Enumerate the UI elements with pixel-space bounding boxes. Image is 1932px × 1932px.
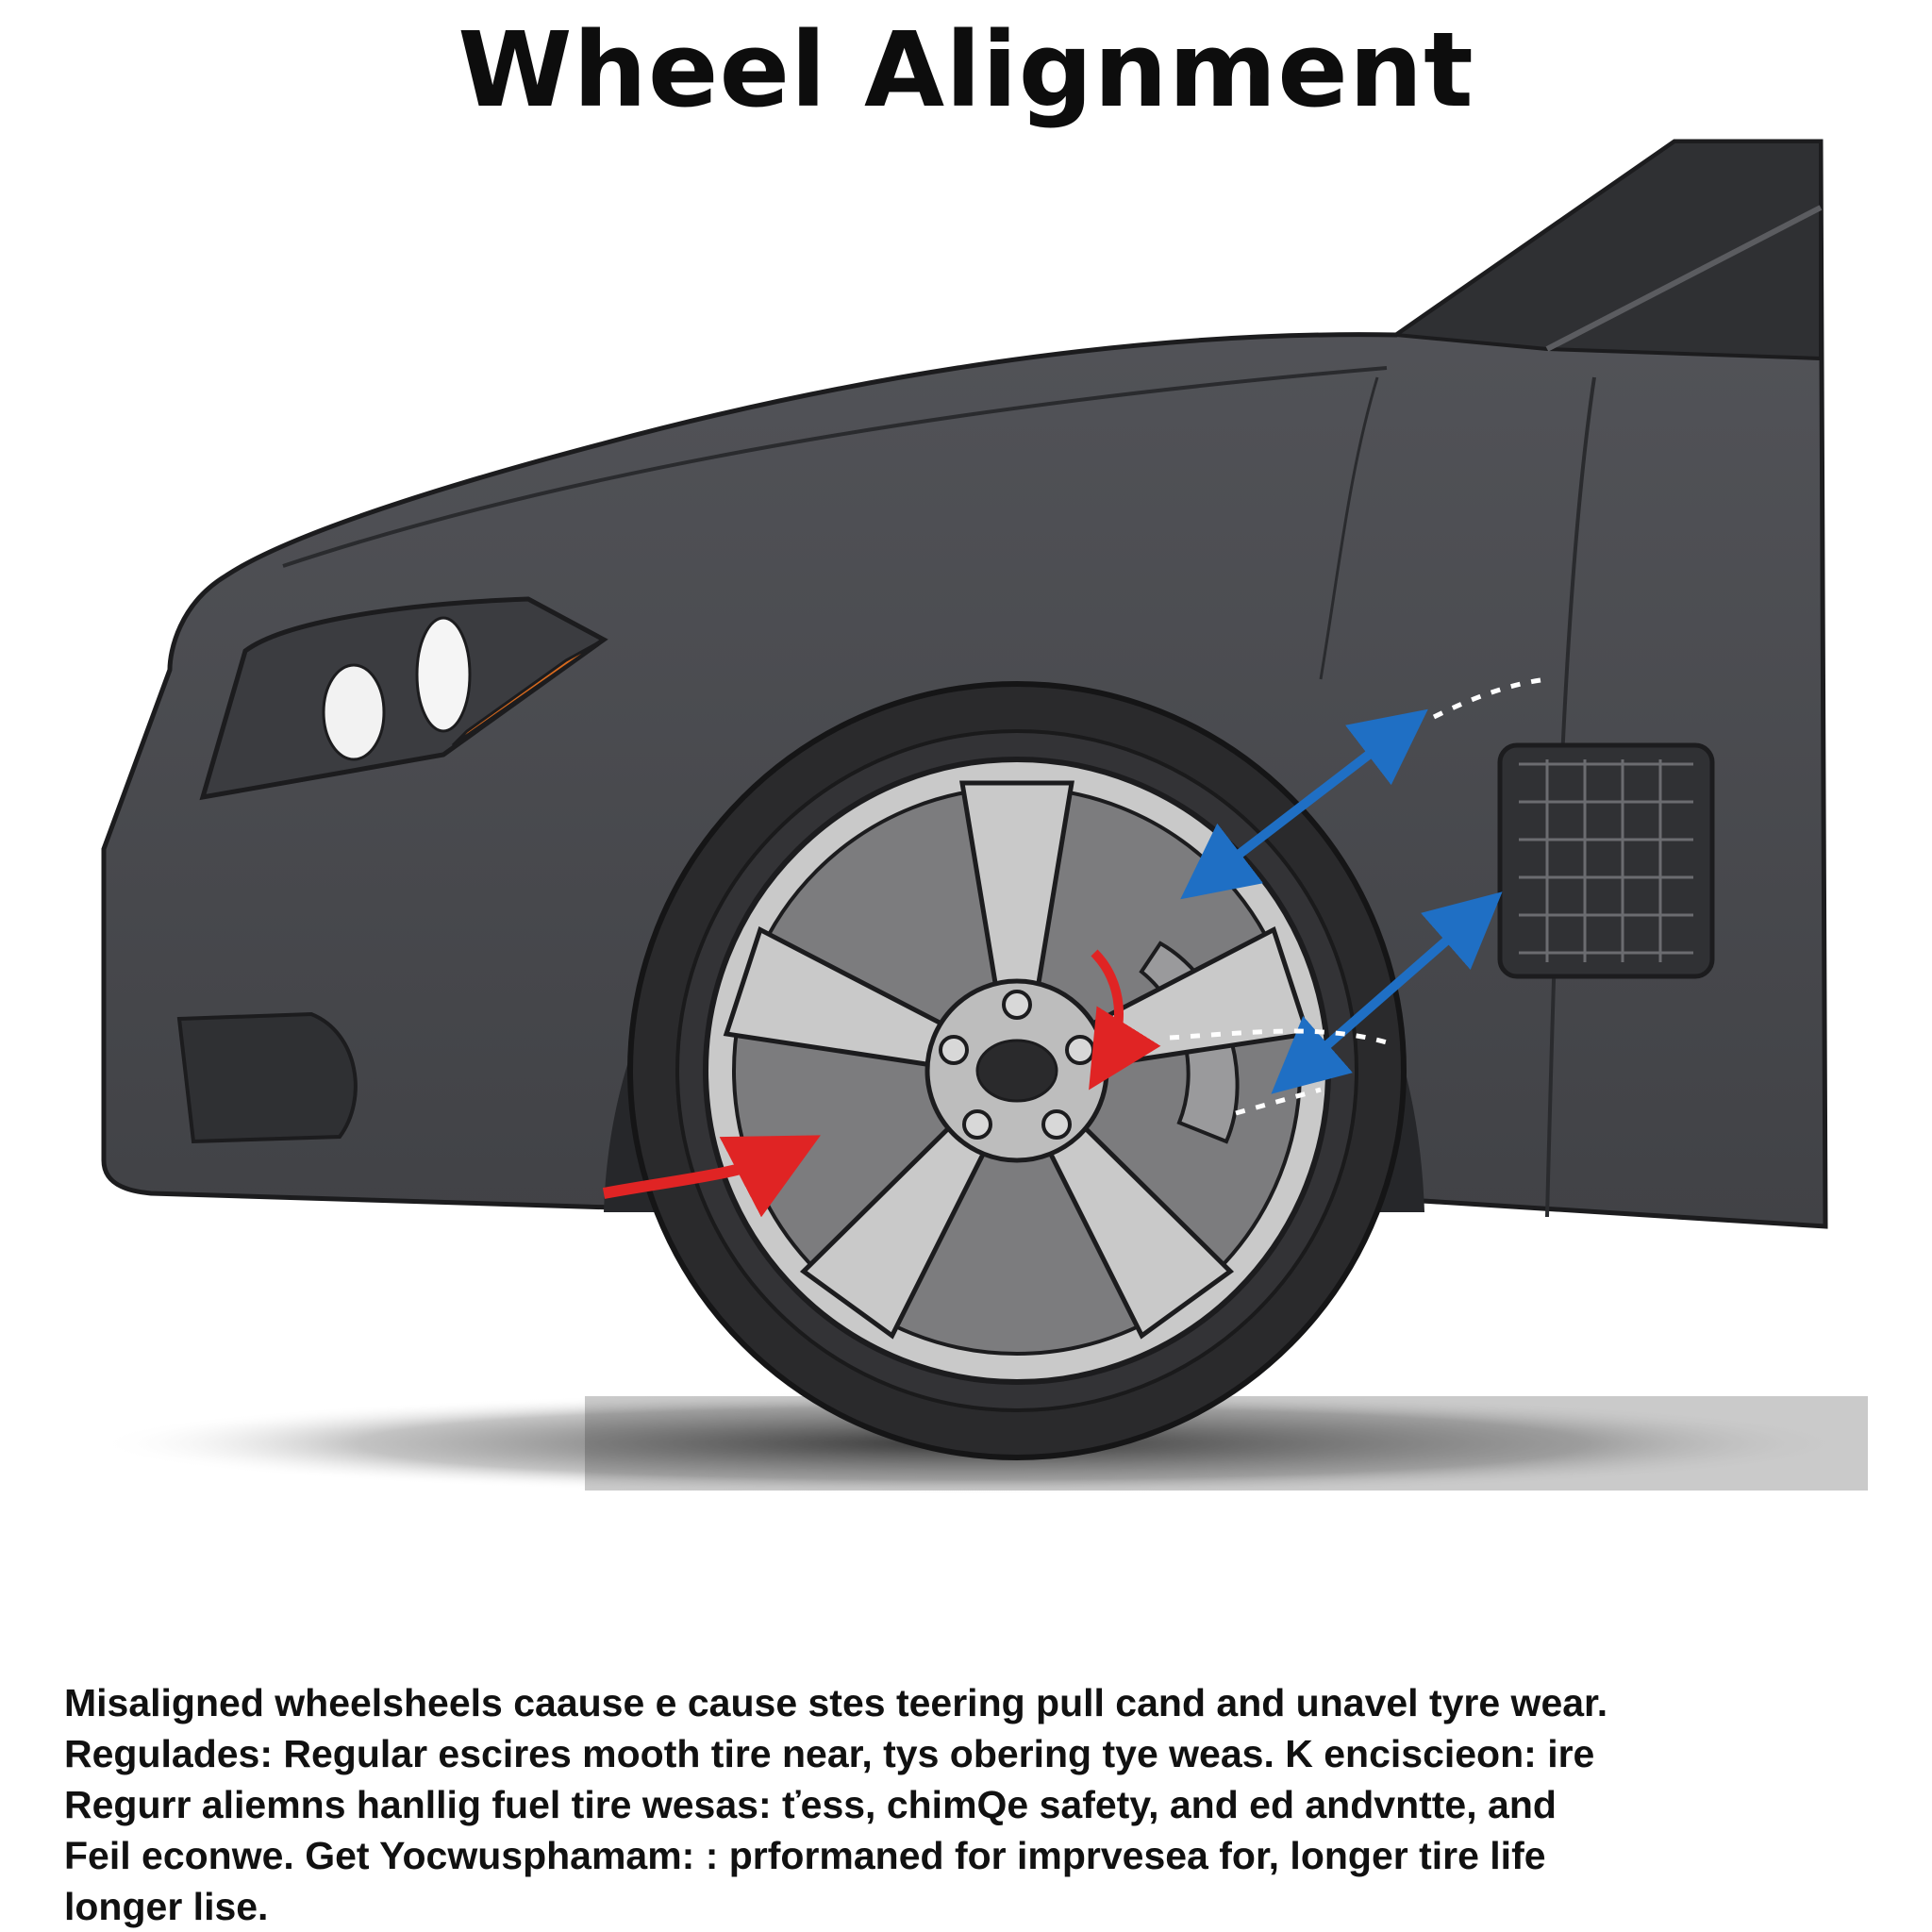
lug-nuts <box>939 990 1095 1140</box>
caption-line: Regurr aliemns hanllig fuel tire wesas: … <box>64 1783 1557 1826</box>
page-title: Wheel Alignment <box>458 9 1474 130</box>
caption-line: Regulades: Regular escires mooth tire ne… <box>64 1732 1595 1775</box>
fender-vent <box>1497 742 1715 979</box>
center-cap <box>975 1039 1058 1103</box>
red-arrow-icon <box>1089 949 1161 1091</box>
headlight-indicator <box>451 638 605 747</box>
fog-light <box>176 1011 358 1144</box>
dashed-guide-lines <box>1169 676 1548 1116</box>
tire-tread-icon <box>1519 759 1693 962</box>
ground-shadow-band <box>585 1396 1868 1491</box>
caption-text: Misaligned wheelsheels caause e cause st… <box>64 1677 1875 1932</box>
headlight-lens-outer <box>415 616 472 733</box>
a-pillar-line <box>1545 205 1823 352</box>
windshield <box>1391 140 1823 361</box>
blue-double-arrow-icon <box>1180 708 1428 900</box>
car-illustration <box>94 139 1868 1495</box>
headlight-lens-inner <box>322 663 386 761</box>
door-line <box>1545 376 1596 1218</box>
caption-line: longer lise. <box>64 1885 269 1928</box>
hood-line <box>282 366 1388 568</box>
headlight-housing <box>199 596 608 801</box>
red-arrow-icon <box>602 1135 821 1218</box>
caption-line: Misaligned wheelsheels caause e cause st… <box>64 1681 1608 1724</box>
fender-crease <box>1319 376 1379 680</box>
blue-double-arrow-icon <box>1271 891 1503 1094</box>
caption-line: Feil econwe. Get Yocwusphamam: : prforma… <box>64 1834 1546 1877</box>
